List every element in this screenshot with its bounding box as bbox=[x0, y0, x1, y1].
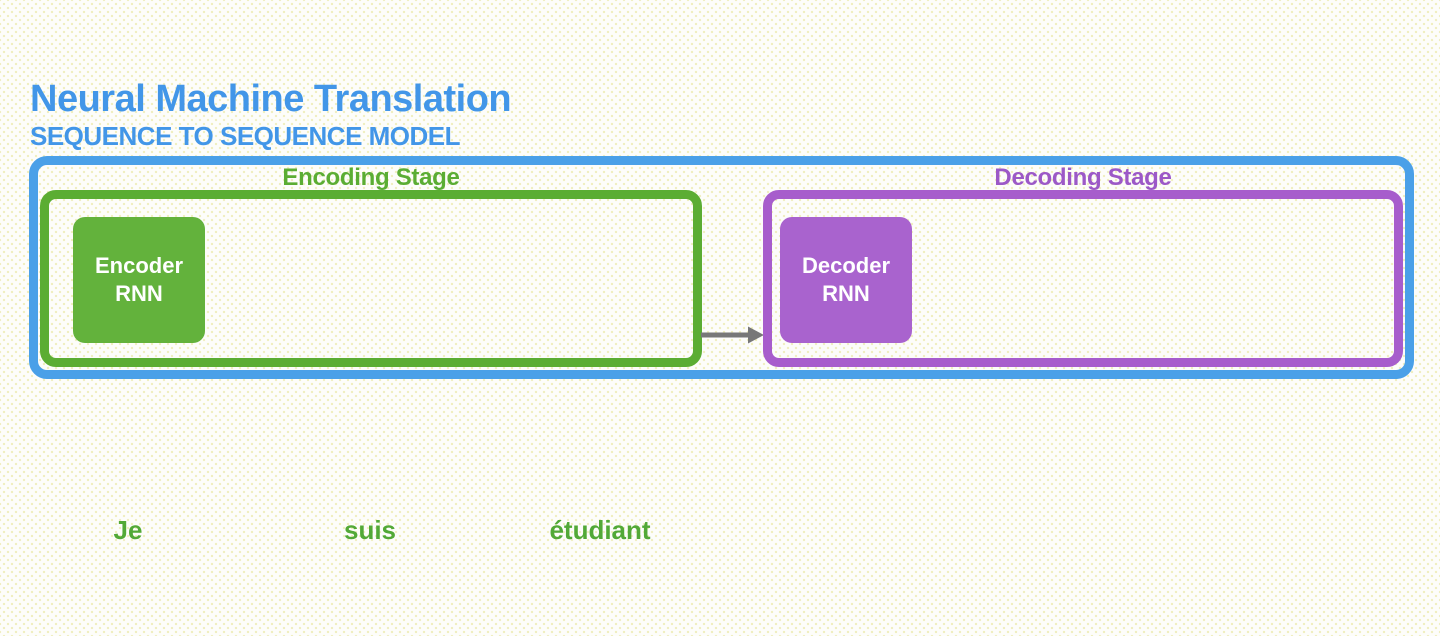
decoder-rnn-label-line2: RNN bbox=[822, 281, 870, 306]
right-arrow-icon bbox=[701, 326, 764, 344]
encoder-rnn-label-line1: Encoder bbox=[94, 253, 184, 278]
page-title: Neural Machine Translation bbox=[30, 78, 512, 120]
decoding-stage-box bbox=[763, 190, 1403, 367]
encoding-stage-label: Encoding Stage bbox=[282, 164, 460, 191]
encoding-stage-box bbox=[40, 190, 702, 367]
input-word-1: Je bbox=[113, 515, 143, 545]
encoder-rnn-label-line2: RNN bbox=[115, 281, 163, 306]
seq2seq-container bbox=[29, 156, 1414, 379]
decoder-rnn-box: Decoder RNN bbox=[780, 217, 912, 343]
decoding-stage-label: Decoding Stage bbox=[994, 164, 1172, 191]
encoder-rnn-box: Encoder RNN bbox=[73, 217, 205, 343]
page-subtitle: SEQUENCE TO SEQUENCE MODEL bbox=[30, 121, 461, 151]
input-word-2: suis bbox=[343, 515, 397, 545]
decoder-rnn-label-line1: Decoder bbox=[801, 253, 891, 278]
input-word-3: étudiant bbox=[549, 515, 651, 545]
